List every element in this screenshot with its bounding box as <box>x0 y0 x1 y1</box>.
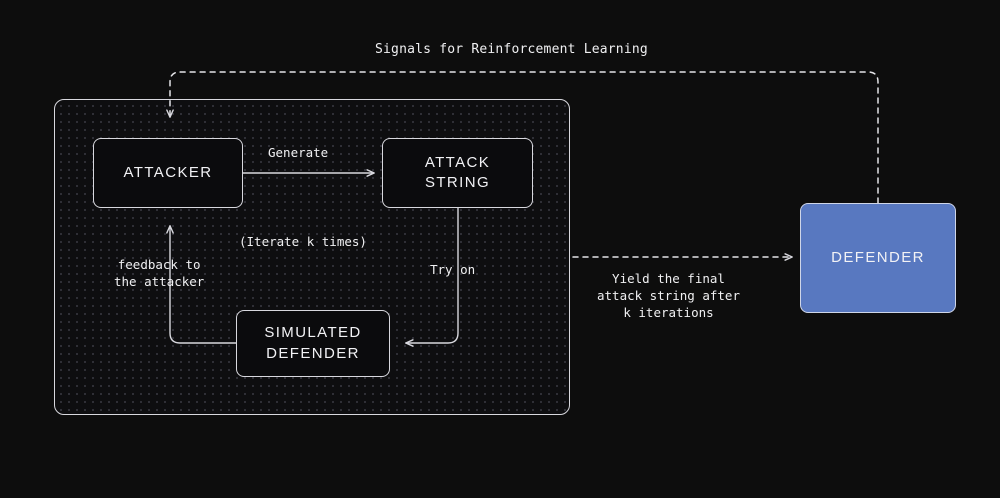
node-attacker[interactable]: ATTACKER <box>93 138 243 208</box>
node-simulated-defender[interactable]: SIMULATED DEFENDER <box>236 310 390 377</box>
edge-rl-signals <box>170 71 879 204</box>
node-attack-string[interactable]: ATTACK STRING <box>382 138 533 208</box>
edge-label-yield: Yield the final attack string after k it… <box>597 271 740 320</box>
edge-feedback <box>170 226 237 344</box>
edge-try-on <box>406 207 459 343</box>
edge-label-generate: Generate <box>268 145 329 160</box>
diagram-title: Signals for Reinforcement Learning <box>375 42 648 57</box>
node-defender[interactable]: DEFENDER <box>800 203 956 313</box>
edge-label-iterate: (Iterate k times) <box>239 234 367 249</box>
edge-label-feedback: feedback to the attacker <box>114 257 205 289</box>
edge-label-try-on: Try on <box>430 262 476 277</box>
